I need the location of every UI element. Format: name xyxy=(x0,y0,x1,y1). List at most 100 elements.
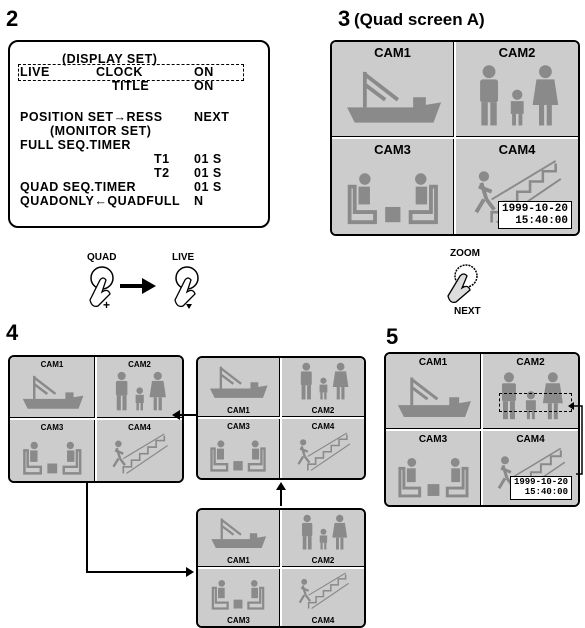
cam-1-label: CAM1 xyxy=(374,45,411,60)
ship-icon xyxy=(394,370,473,423)
cam-1-label: CAM1 xyxy=(227,556,250,565)
ship-icon xyxy=(342,61,444,131)
cam-3-label: CAM3 xyxy=(227,422,250,431)
osd-monitor-screen: (DISPLAY SET) LIVE CLOCK ON TITLE ON POS… xyxy=(8,40,270,228)
cam-3-label: CAM3 xyxy=(40,423,64,432)
osd-t1-value: 01 S xyxy=(194,152,222,166)
osd-quadonly-value: N xyxy=(194,194,204,208)
step-5-number: 5 xyxy=(386,324,399,349)
cam-2-view: CAM2 xyxy=(97,357,182,418)
cam-4-view: CAM4 xyxy=(282,569,364,626)
cam-2-label: CAM2 xyxy=(128,360,151,369)
cam-4-label: CAM4 xyxy=(516,433,545,445)
datetime-date: 1999-10-20 xyxy=(513,477,568,488)
cam-3-view: CAM3 xyxy=(10,420,95,481)
zoom-button-label: ZOOM xyxy=(450,248,480,259)
cam-3-view: CAM3 xyxy=(198,569,280,626)
cam-1-view: CAM1 xyxy=(198,510,280,567)
step-4-number: 4 xyxy=(6,320,19,345)
cam-3-label: CAM3 xyxy=(374,142,411,157)
quad-button-press-icon[interactable]: + xyxy=(80,266,125,312)
sitting-people-icon xyxy=(394,447,473,500)
family-people-icon xyxy=(289,362,358,401)
cam-1-view: CAM1 xyxy=(10,357,95,418)
osd-display-set-heading: (DISPLAY SET) xyxy=(62,52,158,66)
cam-2-view: CAM2 xyxy=(456,42,578,137)
osd-full-seq-label: FULL SEQ.TIMER xyxy=(20,138,131,152)
osd-t1-label: T1 xyxy=(154,152,170,166)
ship-icon xyxy=(204,514,272,551)
cam-2-view: CAM2 xyxy=(282,510,364,567)
cam-4-label: CAM4 xyxy=(311,422,335,431)
step-2-number: 2 xyxy=(6,6,19,31)
stairs-runner-icon xyxy=(104,433,175,475)
stairs-runner-icon xyxy=(289,432,358,472)
osd-quad-seq-label: QUAD SEQ.TIMER xyxy=(20,180,137,194)
cam-4-view: CAM4 xyxy=(282,419,364,478)
cam-1-label: CAM1 xyxy=(418,357,448,368)
cam-4-label: CAM4 xyxy=(311,616,335,625)
ship-icon xyxy=(17,371,88,412)
family-people-icon xyxy=(104,371,175,412)
cam-1-view: CAM1 xyxy=(386,354,481,429)
cam-2-label: CAM2 xyxy=(498,45,536,60)
osd-live-label: LIVE xyxy=(20,65,50,79)
cam-4-view: CAM4 xyxy=(97,420,182,481)
arrow-right-icon xyxy=(120,278,156,294)
stairs-runner-icon xyxy=(289,572,358,610)
cam-3-label: CAM3 xyxy=(418,433,448,445)
family-people-icon xyxy=(466,61,568,131)
ship-icon xyxy=(204,362,272,401)
live-button-label: LIVE xyxy=(172,252,195,263)
sitting-people-icon xyxy=(204,573,272,610)
cam-1-label: CAM1 xyxy=(40,360,64,369)
osd-monitor-set-heading: (MONITOR SET) xyxy=(50,124,152,138)
cam-2-label: CAM2 xyxy=(311,406,335,415)
cam-3-view: CAM3 xyxy=(386,430,481,505)
osd-selection-cursor xyxy=(18,64,244,81)
cam-3-view: CAM3 xyxy=(332,139,454,234)
cam-2-label: CAM2 xyxy=(311,556,335,565)
next-button-label: NEXT xyxy=(454,306,481,317)
cam-1-view: CAM1 xyxy=(198,358,280,417)
datetime-time: 15:40:00 xyxy=(515,214,568,227)
datetime-time: 15:40:00 xyxy=(524,487,568,498)
sitting-people-icon xyxy=(204,433,272,472)
cam-4-label: CAM4 xyxy=(498,142,536,157)
sitting-people-icon xyxy=(17,434,88,475)
svg-text:+: + xyxy=(103,298,110,312)
osd-title-value: ON xyxy=(194,79,214,93)
osd-title-label: TITLE xyxy=(112,79,150,93)
osd-quadonly-label: QUADONLY←QUADFULL xyxy=(20,194,181,208)
quad-button-label: QUAD xyxy=(87,252,117,263)
datetime-date: 1999-10-20 xyxy=(501,202,568,215)
osd-quad-seq-value: 01 S xyxy=(194,180,222,194)
step-3-number: 3 xyxy=(338,6,351,31)
zoom-bracket-arrow xyxy=(568,402,583,475)
family-people-icon xyxy=(289,514,358,551)
cam-1-view: CAM1 xyxy=(332,42,454,137)
osd-position-value: NEXT xyxy=(194,110,230,124)
osd-clock-value: ON xyxy=(194,65,214,79)
osd-t2-label: T2 xyxy=(154,166,170,180)
osd-t2-value: 01 S xyxy=(194,166,222,180)
cam-2-view: CAM2 xyxy=(282,358,364,417)
step-3-title: (Quad screen A) xyxy=(354,10,485,29)
live-button-press-icon[interactable] xyxy=(165,266,210,311)
cam-1-label: CAM1 xyxy=(227,406,250,415)
cam-2-view: CAM2 xyxy=(483,354,578,429)
osd-position-label: POSITION SET→RESS xyxy=(20,110,163,124)
sitting-people-icon xyxy=(342,158,444,228)
cam-4-label: CAM4 xyxy=(128,423,151,432)
cam-3-label: CAM3 xyxy=(227,616,250,625)
zoom-area-marker xyxy=(499,393,572,412)
zoom-button-press-icon[interactable] xyxy=(440,264,485,309)
